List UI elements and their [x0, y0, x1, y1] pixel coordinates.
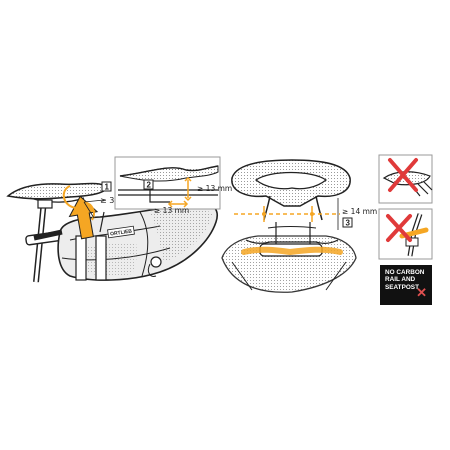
angle-arc	[83, 201, 95, 221]
step-2-number: 2	[147, 181, 152, 190]
brand-label: ORTLIEB	[110, 228, 133, 237]
step-1-number: 1	[105, 183, 110, 192]
left-bike-illustration: ORTLIEB	[6, 182, 218, 283]
warning-line-1: NO CARBON	[385, 269, 425, 276]
rail-clearance-label: ≥ 14 mm	[342, 207, 377, 216]
vertical-gap-label: ≥ 13 mm	[197, 184, 232, 193]
clip-highlight	[241, 246, 343, 256]
saddle	[6, 182, 110, 200]
step-2-badge	[143, 179, 154, 190]
red-x-icon-2	[386, 214, 412, 242]
angle-label: ≥ 34°	[100, 196, 123, 205]
no-carbon-warning-badge: NO CARBON RAIL AND SEATPOST ✕	[380, 265, 432, 305]
red-x-icon	[388, 158, 418, 192]
detail-panel-rail-gap	[114, 156, 221, 210]
warning-x-icon: ✕	[416, 285, 427, 300]
step-3-number: 3	[346, 219, 351, 228]
dont-panel-seatpost	[378, 208, 433, 260]
step-1-badge	[101, 181, 112, 192]
warning-line-2: RAIL AND	[385, 276, 416, 284]
warning-line-3: SEATPOST	[385, 283, 419, 291]
horizontal-gap-label: ≥ 13 mm	[154, 206, 189, 215]
step-3-badge	[342, 217, 353, 228]
rear-view-illustration	[221, 159, 357, 293]
dont-panel-saddle-rails	[378, 154, 433, 204]
